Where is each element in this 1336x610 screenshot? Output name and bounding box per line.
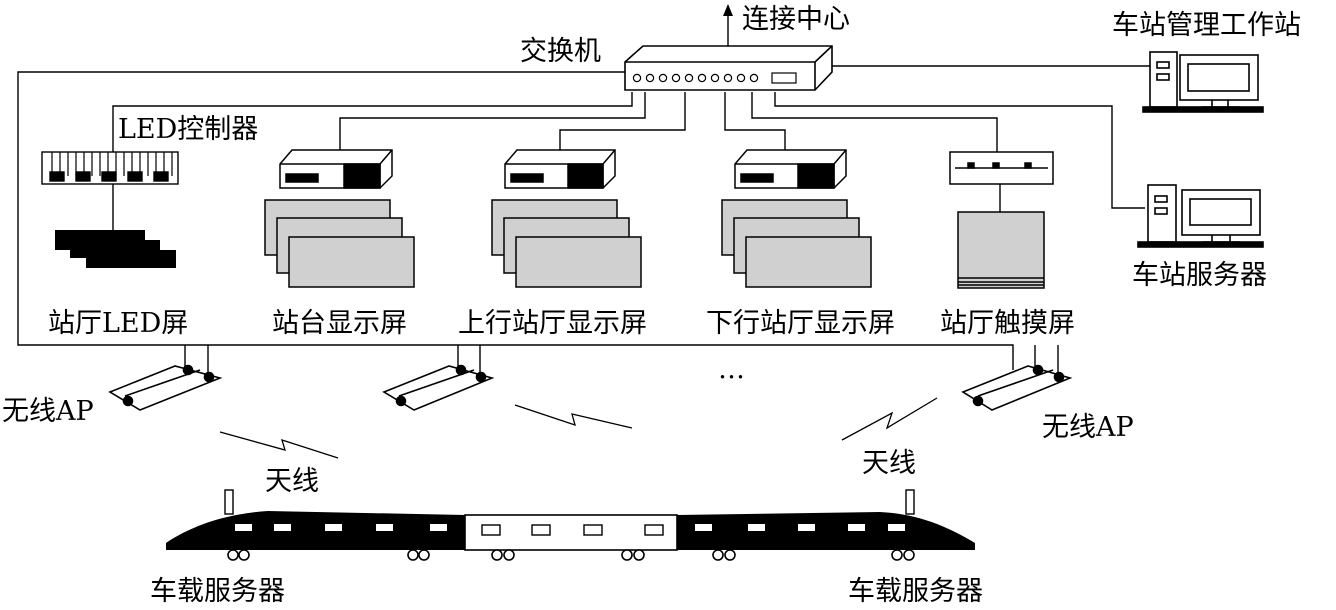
train-antenna-left — [224, 489, 234, 515]
wireless-ap-label-left: 无线AP — [2, 396, 94, 427]
connect-center-label: 连接中心 — [742, 4, 850, 35]
onboard-server-label-left: 车载服务器 — [150, 576, 285, 607]
antenna-label-right: 天线 — [862, 448, 916, 479]
switch-device — [624, 45, 833, 91]
display-controller-down — [734, 149, 847, 189]
wireless-ap-label-right: 无线AP — [1042, 412, 1134, 443]
led-controller-device — [41, 151, 179, 185]
ellipsis-label: … — [718, 354, 745, 385]
wireless-ap-3 — [961, 364, 1073, 411]
station-server-device — [1137, 184, 1264, 248]
hall-touch-screen-device — [957, 211, 1045, 289]
led-controller-label: LED控制器 — [118, 114, 259, 145]
display-controller-platform — [279, 149, 393, 189]
up-hall-display-label: 上行站厅显示屏 — [458, 308, 647, 339]
wireless-ap-2 — [382, 364, 495, 411]
train-antenna-right — [905, 489, 915, 515]
hall-touch-screen-label: 站厅触摸屏 — [940, 308, 1075, 339]
connect-center-arrowhead — [723, 4, 733, 16]
hall-led-screen-device — [55, 230, 176, 268]
hall-led-screen-label: 站厅LED屏 — [48, 308, 189, 339]
wireless-signals — [219, 397, 938, 459]
station-server-label: 车站服务器 — [1132, 260, 1267, 291]
platform-display-screens — [264, 199, 415, 288]
switch-label: 交换机 — [520, 36, 601, 67]
onboard-server-label-right: 车载服务器 — [848, 576, 983, 607]
train — [166, 489, 975, 561]
down-hall-display-screens — [721, 199, 872, 288]
wireless-ap-1 — [108, 364, 223, 411]
display-controller-up — [504, 149, 616, 189]
station-mgmt-workstation-label: 车站管理工作站 — [1112, 10, 1301, 41]
antenna-label-left: 天线 — [265, 466, 319, 497]
network-cables — [17, 14, 1150, 376]
touch-screen-controller — [949, 151, 1054, 185]
mgmt-workstation-device — [1142, 51, 1264, 113]
up-hall-display-screens — [491, 199, 642, 288]
down-hall-display-label: 下行站厅显示屏 — [706, 308, 895, 339]
platform-display-label: 站台显示屏 — [272, 308, 407, 339]
